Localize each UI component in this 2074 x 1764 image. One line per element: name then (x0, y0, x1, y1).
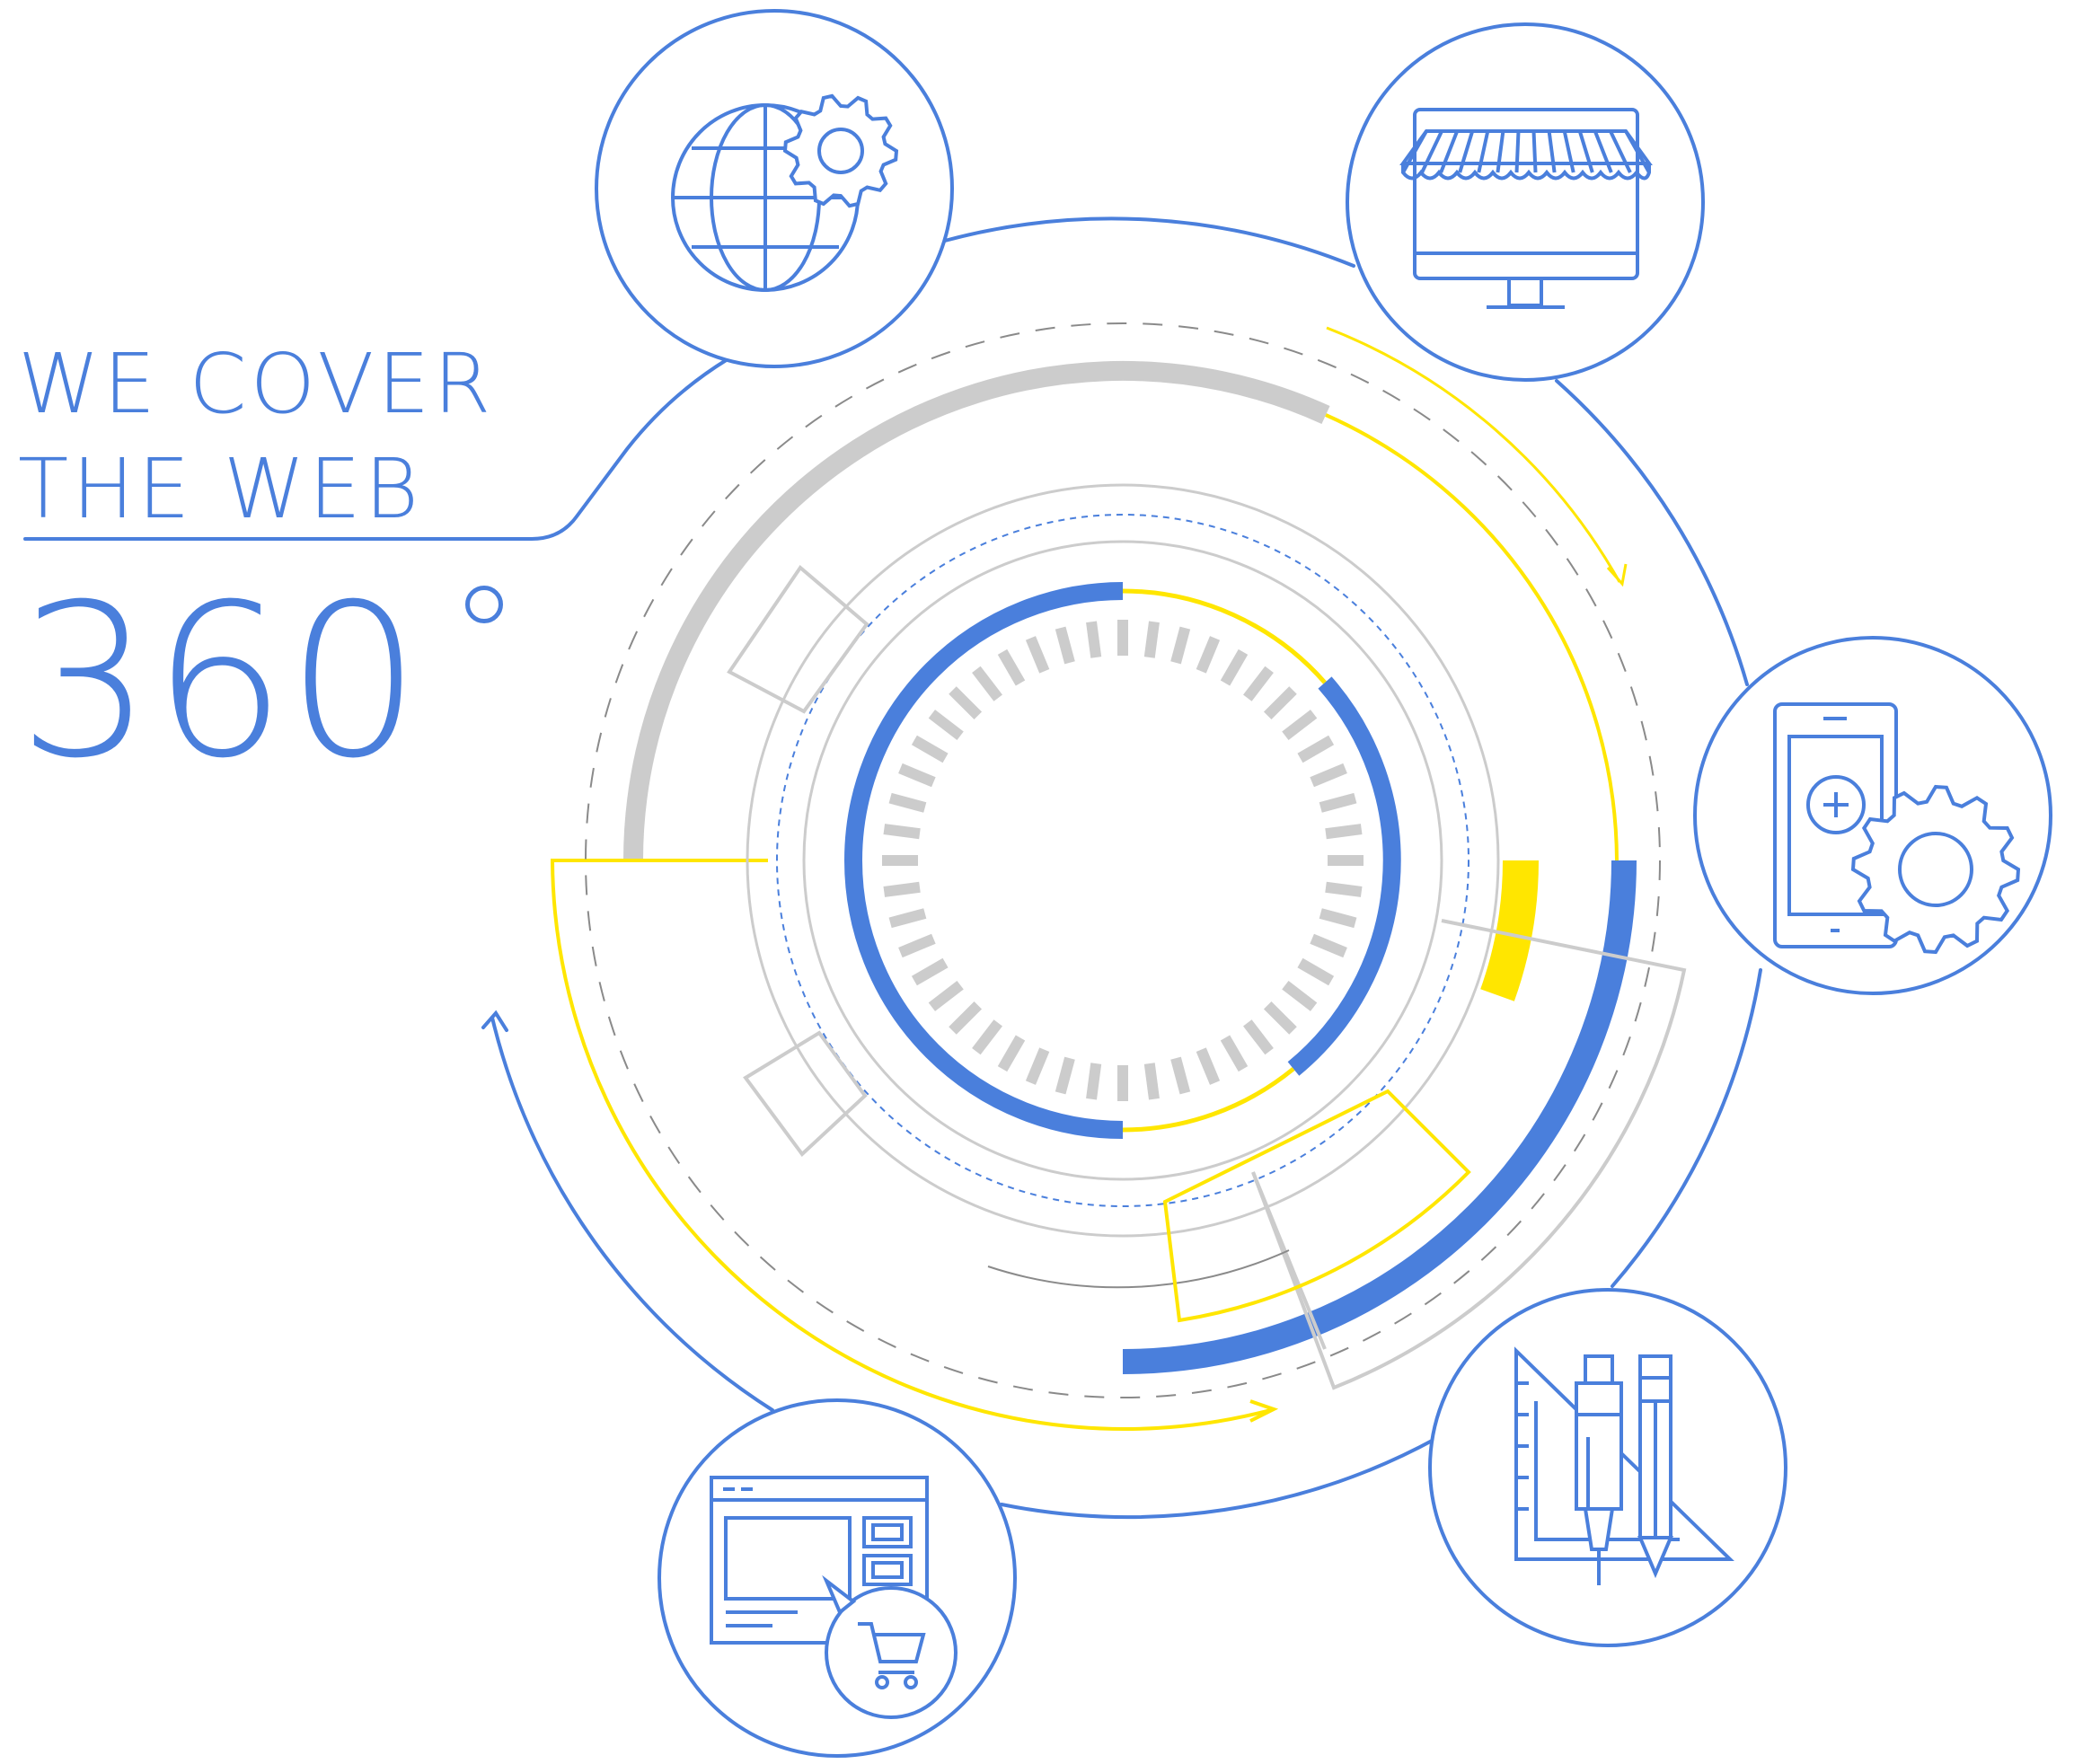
gear-shape (1850, 784, 2021, 955)
dark-gray-arc (987, 1249, 1290, 1289)
yellow-bracket-shape (1162, 1089, 1471, 1323)
gray-thick-arc (623, 360, 1330, 861)
awning-stripe (1477, 130, 1490, 173)
awning-stripe (1514, 130, 1521, 173)
tick-mark (1297, 735, 1335, 763)
tick-mark (949, 1001, 983, 1035)
tick-mark (1243, 1019, 1274, 1055)
awning-stripe (1439, 130, 1460, 173)
awning-stripe (1496, 130, 1505, 173)
blue-dashed-ring (776, 514, 1469, 1207)
outer-orbit (23, 216, 1762, 1519)
tick-mark (888, 792, 927, 813)
tick-mark (898, 933, 936, 958)
tick-mark (949, 686, 983, 720)
tick-mark (1086, 1063, 1102, 1100)
gear-hole (1898, 832, 1973, 907)
mobile-settings-icon (1693, 636, 2052, 995)
tick-mark (1319, 792, 1357, 813)
tick-mark (883, 881, 921, 897)
tick-mark (1196, 1047, 1221, 1085)
tick-mark (1310, 933, 1347, 958)
awning-stripe (1401, 130, 1428, 173)
tick-mark (1297, 957, 1335, 986)
yellow-thick-segment (1480, 860, 1540, 1001)
tick-mark (1025, 636, 1050, 674)
gray-ring-inner (802, 540, 1443, 1181)
tick-mark (911, 957, 949, 986)
tick-mark (1282, 981, 1318, 1011)
storefront-monitor-icon (1346, 22, 1705, 382)
awning-stripe (1531, 130, 1538, 173)
blue-thick-arc (1122, 860, 1637, 1374)
tick-mark (1263, 686, 1297, 720)
awning-stripe (1420, 130, 1443, 173)
tick-mark (1310, 763, 1347, 788)
degree-symbol (465, 586, 503, 623)
tick-mark (1196, 636, 1221, 674)
yellow-bracket-arc (550, 859, 1275, 1432)
tick-mark (1263, 1001, 1297, 1035)
inner-ring (844, 582, 1401, 1139)
globe-gear-icon (595, 9, 954, 368)
yellow-arrow-arc-top (1326, 326, 1621, 583)
awning-stripe (1547, 130, 1557, 173)
tick-mark (1143, 621, 1160, 658)
yellow-right-arc (1325, 413, 1619, 861)
tick-mark (1143, 1063, 1160, 1100)
tick-mark (1170, 1056, 1191, 1095)
gray-brackets (727, 565, 1687, 1390)
tick-mark (1220, 1035, 1249, 1072)
headline-degree: 360 (18, 560, 421, 805)
tick-ring (882, 620, 1364, 1101)
tick-mark (1282, 710, 1318, 740)
tick-mark (1055, 626, 1075, 665)
gear-shape (782, 93, 899, 208)
tick-mark (1170, 626, 1191, 665)
tick-mark (928, 710, 964, 740)
tick-mark (997, 648, 1026, 686)
ecommerce-cart-icon (658, 1398, 1017, 1758)
dashed-outer-ring (585, 322, 1661, 1398)
tick-mark (997, 1035, 1026, 1072)
tick-mark (928, 981, 964, 1011)
tick-mark (1243, 666, 1274, 701)
headline-line1: WE COVER (18, 336, 495, 432)
tick-mark (1025, 1047, 1050, 1085)
tick-mark (1319, 908, 1357, 929)
tick-mark (1220, 648, 1249, 686)
tick-mark (1086, 621, 1102, 658)
tick-mark (1325, 881, 1363, 897)
tick-mark (911, 735, 949, 763)
gear-hole (817, 128, 864, 174)
tick-mark (972, 1019, 1002, 1055)
awning-stripe (1624, 130, 1651, 173)
design-tools-icon (1428, 1288, 1787, 1647)
tick-mark (972, 666, 1002, 701)
tick-mark (1325, 824, 1363, 840)
tick-mark (883, 824, 921, 840)
gray-ring-outer (746, 483, 1500, 1238)
tick-mark (1055, 1056, 1075, 1095)
tick-mark (898, 763, 936, 788)
awning-stripe (1458, 130, 1475, 173)
awning-stripe (1609, 130, 1632, 173)
awning-stripe (1577, 130, 1594, 173)
tick-mark (888, 908, 927, 929)
awning-stripe (1593, 130, 1613, 173)
headline-line2: THE WEB (18, 441, 423, 537)
awning-stripe (1562, 130, 1575, 173)
